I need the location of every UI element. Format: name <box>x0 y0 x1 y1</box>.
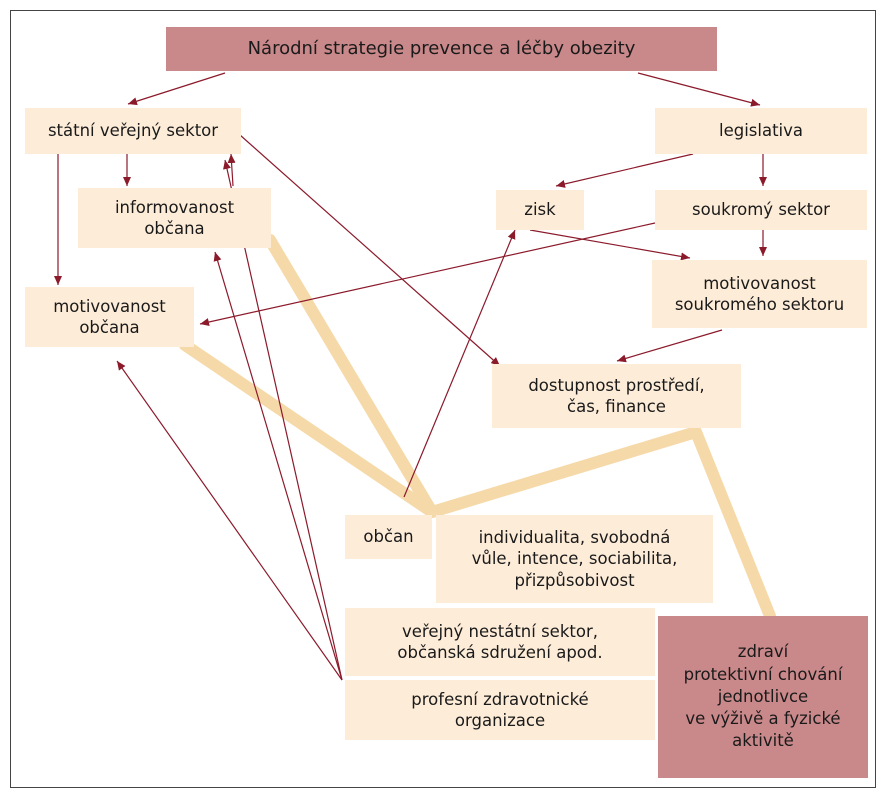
node-soukromy-sektor: soukromý sektor <box>655 190 867 230</box>
arrow-title-to-statni <box>127 72 226 106</box>
arrow-zisk-to-motivovanost-sukr <box>529 229 691 261</box>
node-legislativa: legislativa <box>655 108 867 154</box>
arrow-hub-to-informovanost <box>213 251 343 681</box>
band-center-to-dostupnost <box>426 426 702 518</box>
arrow-statni-to-dostupnost <box>239 134 501 367</box>
thick-links <box>179 234 776 622</box>
node-title: Národní strategie prevence a léčby obezi… <box>166 27 717 71</box>
node-zdravi: zdraví protektivní chování jednotlivce v… <box>658 616 868 778</box>
arrow-motivovanost-sukr-to-dostupnost <box>616 329 723 363</box>
arrow-legislativa-to-zisk <box>555 153 694 188</box>
node-statni-verejny-sektor: státní veřejný sektor <box>25 108 241 154</box>
arrow-links <box>54 72 767 681</box>
node-motivovanost-obcana: motivovanost občana <box>25 287 194 347</box>
band-informovanost-to-center <box>264 234 438 518</box>
arrow-title-to-legislativa <box>637 72 761 107</box>
node-verejny-nestatni-sektor: veřejný nestátní sektor, občanská sdruže… <box>345 608 655 676</box>
node-motivovanost-soukromeho-sektoru: motivovanost soukromého sektoru <box>652 260 867 328</box>
band-dostupnost-to-zdravi <box>690 426 776 622</box>
node-zisk: zisk <box>496 190 584 230</box>
band-motivovanost-to-center <box>179 339 438 518</box>
node-individualita: individualita, svobodná vůle, intence, s… <box>436 515 713 603</box>
arrow-informovanost-to-statni <box>227 153 236 187</box>
node-informovanost-obcana: informovanost občana <box>78 188 271 248</box>
arrow-obcan-to-zisk <box>403 229 516 498</box>
node-profesni-organizace: profesní zdravotnické organizace <box>345 680 655 740</box>
arrow-hub-to-motivovanost <box>116 360 343 681</box>
node-dostupnost: dostupnost prostředí, čas, finance <box>492 364 741 428</box>
arrow-soukromy-to-motivovanost <box>199 222 656 326</box>
node-obcan: občan <box>345 515 432 559</box>
